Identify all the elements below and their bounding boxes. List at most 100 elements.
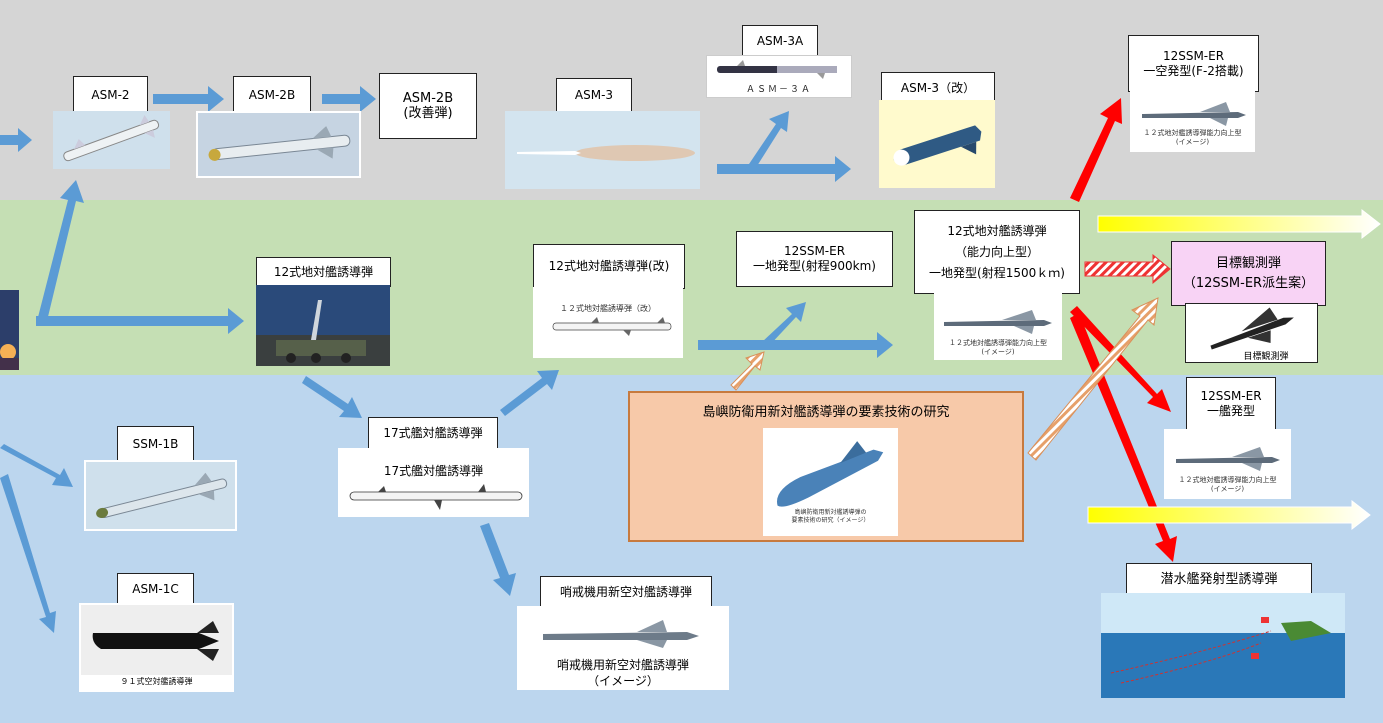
type17-caption: 17式艦対艦誘導弾	[383, 464, 484, 478]
ssm-er-ship-image: １２式地対艦誘導弾能力向上型 (イメージ)	[1164, 429, 1291, 499]
asm2-label-text: ASM-2	[91, 87, 130, 102]
ssm-er-air-line1: 12SSM-ER	[1162, 48, 1225, 63]
ssm-er-air-caption-1: １２式地対艦誘導弾能力向上型	[1143, 129, 1242, 137]
ssm-er-ground-line2: 一地発型(射程900km)	[753, 259, 876, 273]
target-obs-label: 目標観測弾 （12SSM-ER派生案）	[1171, 241, 1326, 306]
arrow-ground-up-to-asm2	[36, 180, 84, 325]
asm1c-label: ASM-1C	[117, 573, 194, 605]
arrow-to-type12	[36, 308, 244, 334]
arrow-type12-type17	[302, 376, 362, 418]
type12-kai-caption: １２式地対艦誘導弾（改）	[560, 304, 656, 313]
ssm1b-image	[84, 460, 237, 531]
ssm-er-ship-label: 12SSM-ER 一艦発型	[1186, 377, 1276, 431]
asm1c-caption: ９１式空対艦誘導弾	[120, 677, 193, 686]
arrow-upgrade-to-air	[1070, 98, 1122, 202]
type12-ssm-label: 12式地対艦誘導弾	[256, 257, 391, 287]
arrow-to-ssm1b	[0, 444, 73, 487]
submarine-label: 潜水艦発射型誘導弾	[1126, 563, 1312, 595]
type12-upgrade-line1: 12式地対艦誘導弾	[947, 223, 1047, 238]
arrow-to-asm2	[0, 128, 32, 152]
ssm-er-air-image: １２式地対艦誘導弾能力向上型 (イメージ)	[1130, 90, 1255, 152]
asm2b-improved-line1: ASM-2B	[402, 91, 454, 106]
asm3-label-text: ASM-3	[574, 88, 614, 102]
arrow-research-to-target	[1027, 297, 1159, 461]
arrow-asm2b-improved	[322, 86, 376, 112]
ssm-er-ground-label: 12SSM-ER 一地発型(射程900km)	[736, 231, 893, 287]
asm3-label: ASM-3	[556, 78, 632, 113]
target-obs-image: 目標観測弾	[1185, 303, 1318, 363]
patrol-image: 哨戒機用新空対艦誘導弾 （イメージ）	[517, 606, 729, 690]
type17-label: 17式艦対艦誘導弾	[368, 417, 498, 450]
ssm-er-air-caption-2: (イメージ)	[1175, 138, 1210, 146]
type12-kai-label: 12式地対艦誘導弾(改)	[533, 244, 685, 289]
ssm-er-ship-line2: 一艦発型	[1206, 404, 1255, 418]
arrow-hatched-to-target	[1084, 253, 1171, 285]
arrow-asm3-to-asm3kai	[717, 156, 851, 182]
submarine-image	[1101, 593, 1345, 698]
target-obs-line1: 目標観測弾	[1215, 255, 1281, 271]
arrow-research-to-900	[730, 351, 765, 391]
red-arrows	[1070, 98, 1177, 562]
ssm-er-ship-caption-2: (イメージ)	[1210, 485, 1245, 493]
arrow-upgrade-to-ship	[1070, 306, 1171, 412]
asm2b-label: ASM-2B	[233, 76, 311, 114]
asm3a-label: ASM-3A	[742, 25, 818, 58]
ssm-er-ship-caption-1: １２式地対艦誘導弾能力向上型	[1178, 476, 1277, 484]
asm2b-improved-label: ASM-2B (改善弾)	[379, 73, 477, 139]
asm3a-caption: ＡＳＭ－３Ａ	[745, 85, 812, 95]
arrow-to-asm1c	[0, 474, 56, 633]
ssm-er-air-label: 12SSM-ER 一空発型(F-2搭載)	[1128, 35, 1259, 92]
patrol-caption-1: 哨戒機用新空対艦誘導弾	[556, 658, 689, 672]
ssm1b-label: SSM-1B	[117, 426, 194, 462]
arrow-type17-patrol	[480, 523, 516, 596]
patrol-label: 哨戒機用新空対艦誘導弾	[540, 576, 712, 608]
asm3-kai-label-text: ASM-3（改）	[900, 80, 976, 95]
arrow-type17-type12kai	[500, 370, 559, 416]
yellow-arrow-upper	[1097, 208, 1381, 240]
type17-label-text: 17式艦対艦誘導弾	[383, 426, 483, 440]
ssm-er-ground-line1: 12SSM-ER	[783, 244, 846, 258]
type12-upgrade-line2: （能力向上型）	[954, 244, 1039, 259]
left-edge-launch-photo	[0, 290, 19, 370]
asm1c-image: ９１式空対艦誘導弾	[79, 603, 234, 692]
asm3a-image: ＡＳＭ－３Ａ	[706, 55, 852, 98]
type12-ssm-image	[256, 285, 390, 366]
asm2b-label-text: ASM-2B	[248, 87, 296, 102]
yellow-arrow-lower	[1087, 499, 1371, 531]
asm3-kai-image	[879, 100, 995, 188]
ssm1b-label-text: SSM-1B	[132, 436, 179, 451]
type12-upgrade-caption-2: (イメージ)	[981, 348, 1015, 356]
target-obs-line2: （12SSM-ER派生案）	[1182, 275, 1315, 291]
type17-image: 17式艦対艦誘導弾	[338, 448, 529, 517]
asm2b-improved-line2: (改善弾)	[403, 106, 453, 121]
patrol-caption-2: （イメージ）	[587, 674, 659, 688]
research-caption-1: 島嶼防衛用新対艦誘導弾の	[794, 509, 867, 516]
target-obs-caption: 目標観測弾	[1243, 352, 1289, 362]
asm2-label: ASM-2	[73, 76, 148, 114]
asm1c-label-text: ASM-1C	[132, 581, 179, 596]
arrow-kai-upgrade	[698, 332, 893, 358]
type12-ssm-label-text: 12式地対艦誘導弾	[273, 264, 374, 279]
asm3a-label-text: ASM-3A	[756, 34, 804, 48]
type12-upgrade-caption-1: １２式地対艦誘導弾能力向上型	[949, 339, 1047, 347]
asm2-image	[53, 111, 170, 169]
ssm-er-ship-line1: 12SSM-ER	[1200, 389, 1262, 403]
research-title: 島嶼防衛用新対艦誘導弾の要素技術の研究	[702, 405, 950, 420]
arrow-asm3-to-asm3a	[745, 111, 789, 174]
ssm-er-air-line2: 一空発型(F-2搭載)	[1143, 63, 1244, 78]
type12-upgrade-line3: 一地発型(射程1500ｋｍ)	[929, 265, 1065, 280]
patrol-label-text: 哨戒機用新空対艦誘導弾	[559, 584, 692, 599]
type12-upgrade-image: １２式地対艦誘導弾能力向上型 (イメージ)	[934, 292, 1062, 360]
research-caption-2: 要素技術の研究（イメージ）	[791, 517, 870, 524]
type12-upgrade-label: 12式地対艦誘導弾 （能力向上型） 一地発型(射程1500ｋｍ)	[914, 210, 1080, 294]
blue-arrows	[0, 86, 893, 633]
submarine-label-text: 潜水艦発射型誘導弾	[1160, 571, 1278, 587]
research-box: 島嶼防衛用新対艦誘導弾の要素技術の研究 島嶼防衛用新対艦誘導弾の 要素技術の研究…	[628, 391, 1024, 542]
type12-kai-image: １２式地対艦誘導弾（改）	[533, 287, 683, 358]
type12-kai-label-text: 12式地対艦誘導弾(改)	[548, 259, 670, 273]
arrow-to-er-900	[762, 302, 806, 347]
asm3-image	[505, 111, 700, 189]
research-image: 島嶼防衛用新対艦誘導弾の 要素技術の研究（イメージ）	[763, 428, 898, 536]
asm2b-image	[196, 111, 361, 178]
